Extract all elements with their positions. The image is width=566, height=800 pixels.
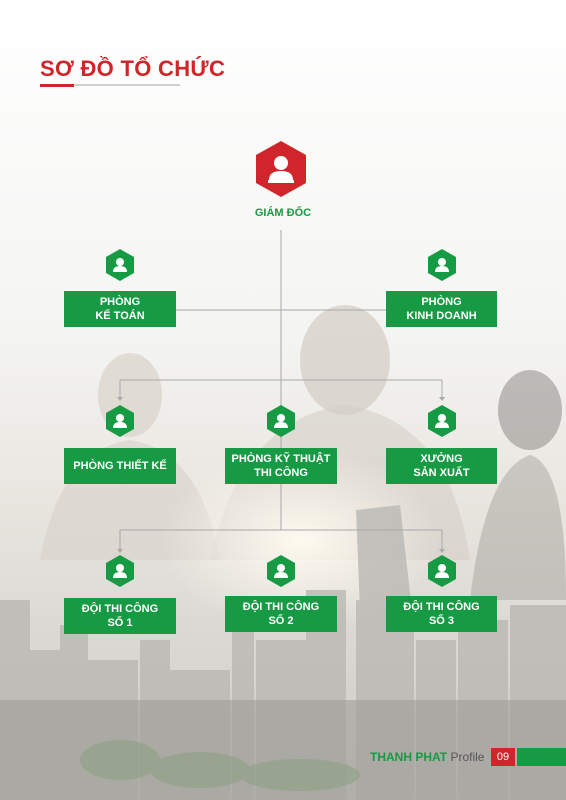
footer-brand-name: THANH PHAT — [370, 750, 448, 764]
doi3-person-icon — [428, 555, 456, 587]
box-phong-ky-thuat: PHÒNG KỸ THUẬT THI CÔNG — [225, 448, 337, 484]
doi1-person-icon — [106, 555, 134, 587]
ceo-person-icon — [256, 141, 306, 197]
kinh-doanh-person-icon — [428, 249, 456, 281]
ke-toan-person-icon — [106, 249, 134, 281]
box-xuong-san-xuat: XƯỞNG SẢN XUẤT — [386, 448, 497, 484]
page-number: 09 — [491, 748, 515, 766]
ceo-label: GIÁM ĐỐC — [254, 207, 312, 219]
box-phong-thiet-ke: PHÒNG THIẾT KẾ — [64, 448, 176, 484]
title-accent — [40, 84, 74, 87]
page-title: SƠ ĐỒ TỔ CHỨC — [40, 56, 226, 81]
box-doi-thi-cong-3: ĐỘI THI CÔNG SỐ 3 — [386, 596, 497, 632]
box-doi-thi-cong-1: ĐỘI THI CÔNG SỐ 1 — [64, 598, 176, 634]
footer-brand-sub: Profile — [450, 750, 485, 764]
xuong-person-icon — [428, 405, 456, 437]
footer-brand: THANH PHAT Profile — [370, 750, 484, 764]
box-doi-thi-cong-2: ĐỘI THI CÔNG SỐ 2 — [225, 596, 337, 632]
doi2-person-icon — [267, 555, 295, 587]
title-divider — [40, 84, 180, 86]
footer-accent-bar — [517, 748, 566, 766]
thiet-ke-person-icon — [106, 405, 134, 437]
ky-thuat-person-icon — [267, 405, 295, 437]
box-phong-ke-toan: PHÒNG KẾ TOÁN — [64, 291, 176, 327]
box-phong-kinh-doanh: PHÒNG KINH DOANH — [386, 291, 497, 327]
